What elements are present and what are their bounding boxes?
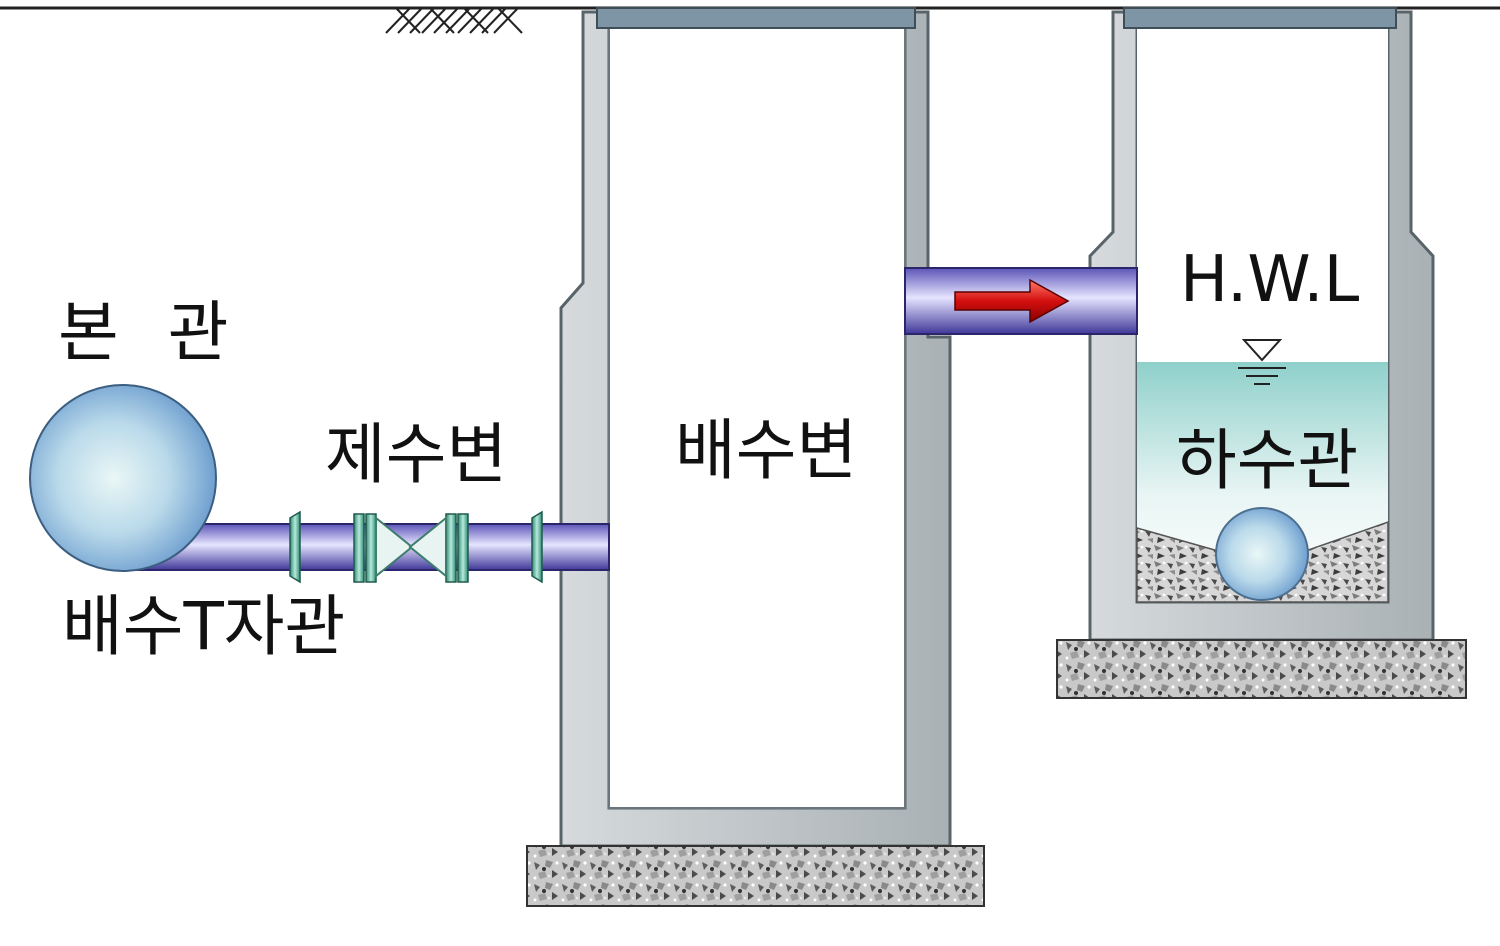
ground-hatch [385, 7, 523, 34]
sewer-pipe-label: 하수관 [1176, 422, 1359, 499]
sewer-foundation [1056, 639, 1467, 699]
gate-valve [375, 515, 447, 579]
sewer-pipe [1215, 507, 1309, 601]
gate-valve-label: 제수변 [325, 416, 508, 493]
tee-pipe-line [123, 510, 610, 584]
tee-pipe-label: 배수T자관 [62, 588, 346, 665]
drain-outlet-pipe [904, 267, 1138, 335]
chamber-cover [596, 7, 916, 29]
drain-valve-label: 배수변 [675, 412, 858, 489]
flow-arrow-icon [954, 278, 1070, 324]
sewer-chamber [1056, 7, 1467, 699]
chamber-foundation [526, 845, 985, 907]
main-pipe-label: 본 관 [58, 294, 243, 371]
sewer-chamber-cover [1123, 7, 1397, 29]
drain-valve-chamber [526, 7, 985, 907]
hwl-label: H.W.L [1180, 243, 1360, 317]
hwl-symbol [1238, 339, 1286, 385]
main-pipe [29, 384, 217, 572]
